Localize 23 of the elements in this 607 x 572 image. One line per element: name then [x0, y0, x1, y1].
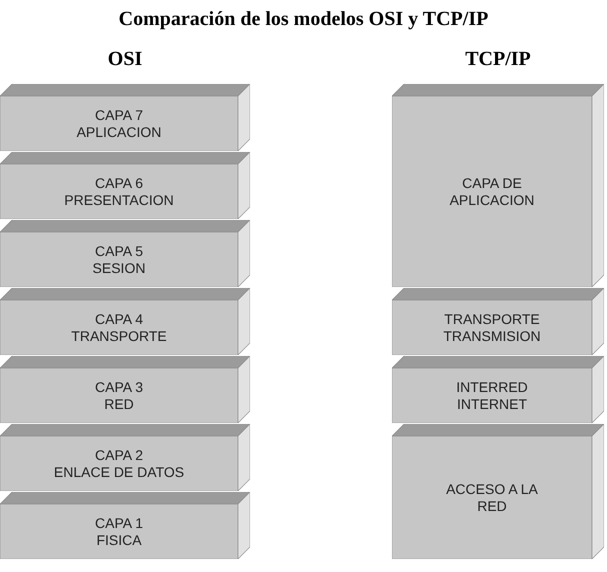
layer-name: CAPA 3: [95, 378, 143, 396]
layer-name: CAPA DE APLICACION: [448, 174, 536, 208]
layer-name: CAPA 1: [95, 514, 143, 532]
layer-name: INTERNET: [457, 396, 527, 412]
layer-name: CAPA 2: [95, 446, 143, 464]
layer-name: TRANSPORTE: [444, 310, 540, 328]
column-heading: OSI: [108, 48, 142, 71]
layer-name: INTERRED: [456, 378, 528, 396]
layer-name: ACCESO A LA RED: [445, 480, 539, 514]
layer-name: CAPA 6: [95, 174, 143, 192]
layer-name: CAPA 5: [95, 242, 143, 260]
layer-name: RED: [104, 396, 134, 412]
layer-name: TRANSMISION: [443, 328, 541, 344]
diagram-title: Comparación de los modelos OSI y TCP/IP: [118, 8, 488, 31]
layer-name: CAPA 4: [95, 310, 143, 328]
layer-name: PRESENTACION: [64, 192, 174, 208]
layer-name: CAPA 7: [95, 106, 143, 124]
layer-name: APLICACION: [76, 124, 162, 140]
layer-name: SESION: [92, 260, 146, 276]
layer-name: ENLACE DE DATOS: [54, 464, 184, 480]
layer-name: FISICA: [96, 532, 142, 548]
column-heading: TCP/IP: [465, 48, 531, 71]
layer-name: TRANSPORTE: [71, 328, 167, 344]
